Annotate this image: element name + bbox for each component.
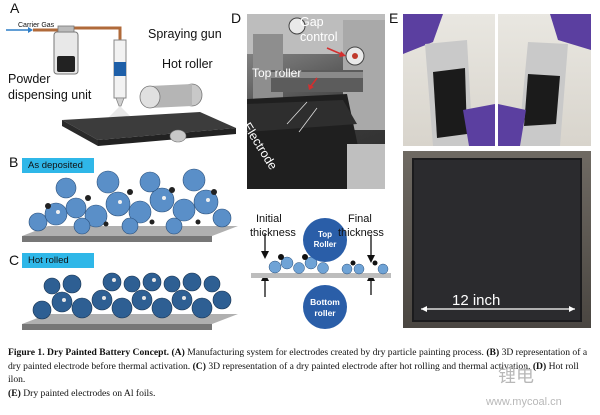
powder-unit-label-line2: dispensing unit	[8, 88, 92, 102]
top-roller-label: Top roller	[252, 66, 302, 80]
powder-unit-label-line1: Powder	[8, 72, 51, 86]
hot-roller	[139, 85, 161, 109]
spray-gun-band	[114, 62, 126, 76]
caption-d-label: (D)	[532, 360, 547, 372]
bottom-roller-circle-line2: roller	[314, 308, 336, 318]
flexed-electrode-photo-left	[403, 14, 495, 146]
panel-a-letter: A	[10, 0, 20, 16]
gap-control-label-line1: Gap	[300, 15, 324, 29]
watermark-url: www.mycoal.cn	[486, 396, 562, 408]
caption-e-label: (E)	[8, 387, 21, 399]
panel-e-letter: E	[389, 10, 399, 26]
twelve-inch-label: 12 inch	[452, 292, 501, 309]
hot-roller-photo	[247, 14, 385, 189]
caption-a-label: (A)	[171, 347, 185, 358]
caption-b-label: (B)	[486, 347, 500, 358]
gap-control-label-line2: control	[300, 30, 338, 44]
bottom-roller-circle	[303, 285, 347, 329]
large-electrode-photo	[403, 151, 591, 328]
figure-caption: Figure 1. Dry Painted Battery Concept. (…	[8, 346, 598, 400]
substrate-plate	[62, 112, 236, 140]
caption-d-tail: ilon.	[8, 374, 26, 386]
final-thickness-line1: Final	[348, 213, 372, 225]
carrier-gas-arrowhead	[28, 27, 33, 33]
panel-b-illustration	[22, 168, 238, 242]
hot-roller-label: Hot roller	[162, 57, 213, 71]
caption-c-text: 3D representation of a dry painted elect…	[208, 360, 531, 372]
panel-a-diagram	[6, 25, 236, 146]
caption-figure-label: Figure 1.	[8, 347, 45, 358]
caption-b-text: 3D representation of a dry painted elect…	[8, 347, 588, 372]
caption-e-text: Dry painted electrodes on Al foils.	[23, 387, 156, 399]
panel-c-illustration	[22, 272, 238, 330]
top-roller-circle	[303, 218, 347, 262]
caption-d-text: Hot roll	[548, 360, 579, 372]
top-roller-circle-line1: Top	[317, 230, 333, 239]
initial-thickness-line2: thickness	[250, 227, 296, 239]
panel-d-letter: D	[231, 10, 242, 26]
hot-rolled-banner: Hot rolled	[22, 253, 94, 268]
powder-fill	[57, 56, 75, 72]
watermark-brand: 锂电	[498, 366, 534, 386]
final-thickness-line2: thickness	[338, 227, 384, 239]
rolling-schematic	[251, 218, 391, 329]
flexed-electrode-photo-right	[498, 14, 591, 146]
bottom-roller-circle-line1: Bottom	[310, 297, 340, 307]
panel-c-letter: C	[9, 252, 20, 268]
top-roller-circle-line2: Roller	[313, 240, 337, 249]
caption-a-text: Manufacturing system for electrodes crea…	[187, 347, 484, 358]
initial-thickness-line1: Initial	[256, 213, 282, 225]
caption-figure-title: Dry Painted Battery Concept.	[47, 347, 170, 358]
carrier-gas-label: Carrier Gas	[18, 22, 55, 29]
as-deposited-banner: As deposited	[22, 158, 94, 173]
spraying-gun-label: Spraying gun	[148, 27, 222, 41]
caption-c-label: (C)	[192, 360, 206, 372]
panel-b-letter: B	[9, 154, 19, 170]
